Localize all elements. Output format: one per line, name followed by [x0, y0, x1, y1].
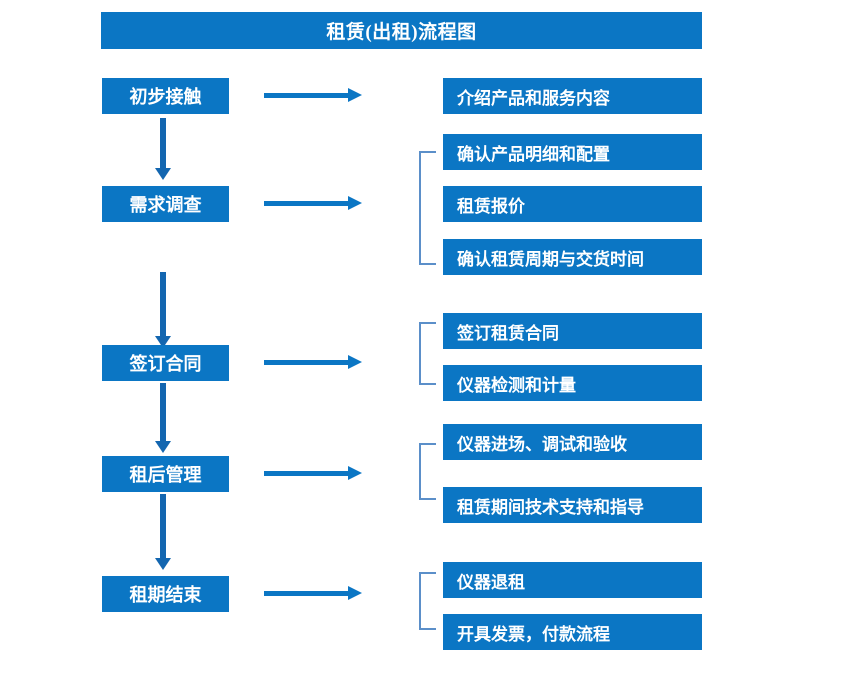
arrow-head [348, 466, 362, 480]
flowchart-title: 租赁(出租)流程图 [101, 12, 702, 49]
detail-box-4-1[interactable]: 仪器进场、调试和验收 [443, 424, 702, 460]
detail-box-5-1[interactable]: 仪器退租 [443, 562, 702, 598]
arrow-down-stage-1-to-2 [155, 118, 171, 180]
arrow-down-stage-2-to-3 [155, 272, 171, 348]
detail-box-5-2[interactable]: 开具发票，付款流程 [443, 614, 702, 650]
arrow-head [348, 196, 362, 210]
arrow-right-stage-5 [264, 586, 362, 600]
detail-box-2-1[interactable]: 确认产品明细和配置 [443, 134, 702, 170]
arrow-shaft [264, 93, 348, 98]
arrow-head [348, 586, 362, 600]
arrow-shaft [264, 471, 348, 476]
arrow-down-stage-4-to-5 [155, 494, 171, 570]
detail-box-2-3[interactable]: 确认租赁周期与交货时间 [443, 239, 702, 275]
arrow-right-stage-1 [264, 88, 362, 102]
arrow-shaft [264, 201, 348, 206]
arrow-right-stage-3 [264, 355, 362, 369]
group-bracket-5 [419, 572, 436, 630]
arrow-down-stage-3-to-4 [155, 383, 171, 453]
arrow-right-stage-4 [264, 466, 362, 480]
arrow-shaft [264, 591, 348, 596]
detail-box-2-2[interactable]: 租赁报价 [443, 186, 702, 222]
arrow-shaft [160, 494, 166, 558]
stage-box-3[interactable]: 签订合同 [102, 345, 229, 381]
group-bracket-2 [419, 151, 436, 265]
detail-box-1-1[interactable]: 介绍产品和服务内容 [443, 78, 702, 114]
arrow-shaft [160, 118, 166, 168]
arrow-shaft [264, 360, 348, 365]
group-bracket-3 [419, 322, 436, 385]
stage-box-1[interactable]: 初步接触 [102, 78, 229, 114]
arrow-head [155, 168, 171, 180]
detail-box-4-2[interactable]: 租赁期间技术支持和指导 [443, 487, 702, 523]
arrow-shaft [160, 272, 166, 336]
arrow-head [155, 441, 171, 453]
stage-box-2[interactable]: 需求调查 [102, 186, 229, 222]
detail-box-3-1[interactable]: 签订租赁合同 [443, 313, 702, 349]
group-bracket-4 [419, 443, 436, 500]
arrow-head [348, 355, 362, 369]
stage-box-4[interactable]: 租后管理 [102, 456, 229, 492]
arrow-right-stage-2 [264, 196, 362, 210]
stage-box-5[interactable]: 租期结束 [102, 576, 229, 612]
detail-box-3-2[interactable]: 仪器检测和计量 [443, 365, 702, 401]
arrow-shaft [160, 383, 166, 441]
arrow-head [348, 88, 362, 102]
arrow-head [155, 558, 171, 570]
